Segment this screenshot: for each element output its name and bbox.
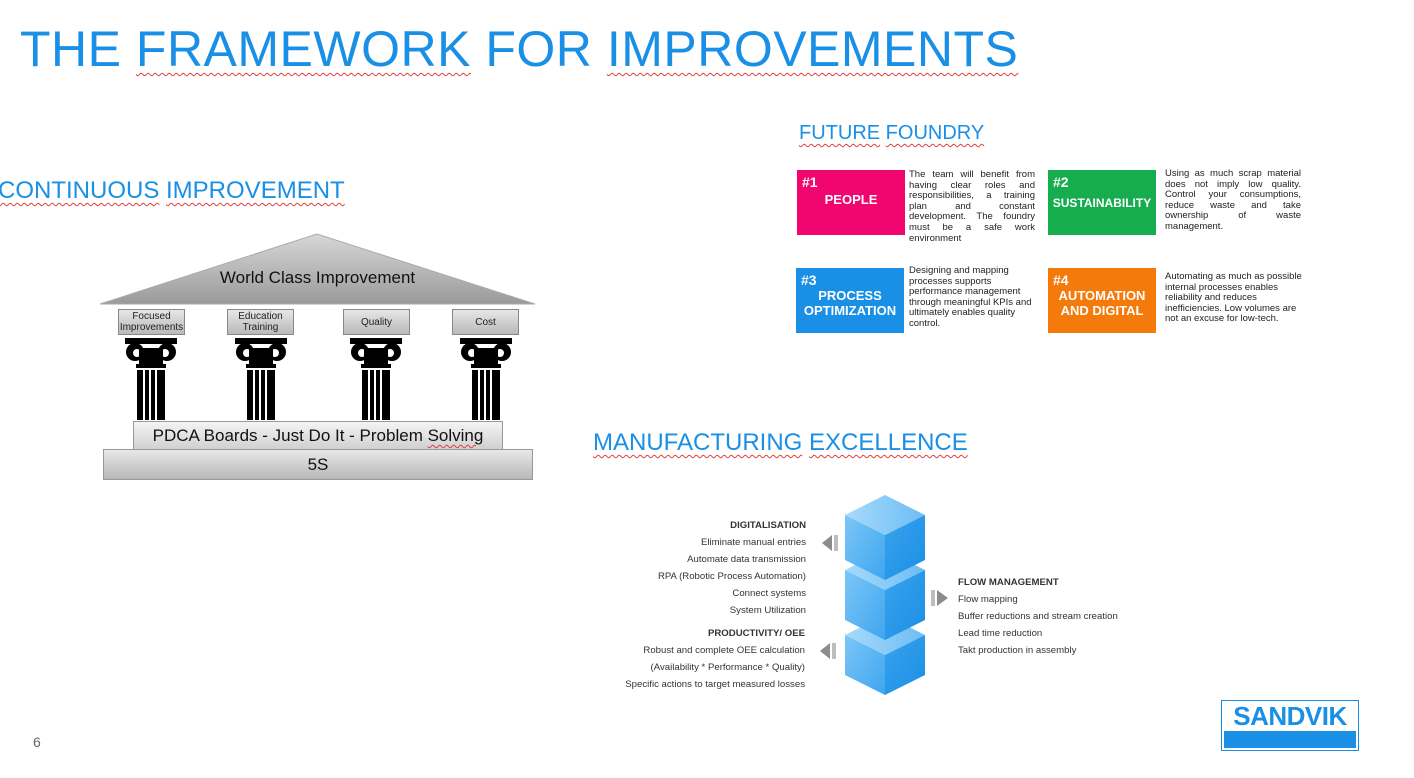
list-item: Takt production in assembly [958,645,1077,656]
digitalisation-list: DIGITALISATION Eliminate manual entries … [560,517,806,619]
base-pdca-solving: Solving [427,426,484,445]
list-item: Lead time reduction [958,628,1043,639]
card-sustainability-description: Using as much scrap material does not im… [1165,168,1301,232]
card-title-line: AUTOMATION [1058,288,1146,303]
heading-word-excellence: EXCELLENCE [809,429,968,456]
list-item: Buffer reductions and stream creation [958,611,1118,622]
title-word-improvements: IMPROVEMENTS [606,21,1019,77]
base-5s: 5S [103,449,533,480]
pillar-label-cost: Cost [452,309,519,335]
list-item: RPA (Robotic Process Automation) [657,571,806,582]
arrow-left-icon [822,535,838,551]
roof-shape [99,233,536,305]
digitalisation-title: DIGITALISATION [730,520,806,531]
temple-graphic [99,233,536,420]
heading-word-continuous: CONTINUOUS [0,177,160,204]
list-item: Flow mapping [958,594,1018,605]
heading-word-improvement: IMPROVEMENT [166,177,345,204]
card-automation-description: Automating as much as possible internal … [1165,271,1302,325]
card-number: #1 [802,174,818,190]
card-process-optimization: #3 PROCESS OPTIMIZATION [796,268,904,333]
base-pdca-text: PDCA Boards - Just Do It - Problem [152,426,428,445]
card-title: SUSTAINABILITY [1052,196,1152,210]
card-number: #2 [1053,174,1069,190]
card-process-description: Designing and mapping processes supports… [909,265,1032,329]
title-word-framework: FRAMEWORK [135,21,471,77]
productivity-title: PRODUCTIVITY/ OEE [707,628,805,639]
columns [125,338,512,420]
list-item: Automate data transmission [687,554,806,565]
column-icon [235,338,287,420]
sandvik-logo: SANDVIK [1221,700,1359,751]
flow-management-list: FLOW MANAGEMENT Flow mapping Buffer redu… [958,574,1198,659]
continuous-improvement-heading: CONTINUOUS IMPROVEMENT [0,177,345,205]
list-item: (Availability * Performance * Quality) [650,662,805,673]
list-item: Connect systems [732,588,806,599]
card-sustainability: #2 SUSTAINABILITY [1048,170,1156,235]
card-title-line: AND DIGITAL [1060,303,1144,318]
logo-text: SANDVIK [1233,701,1347,731]
logo-bar [1224,731,1356,748]
list-item: Eliminate manual entries [700,537,806,548]
heading-word-future: FUTURE [799,122,881,144]
heading-word-manufacturing: MANUFACTURING [593,429,803,456]
cube-top [845,495,925,580]
future-foundry-heading: FUTURE FOUNDRY [799,122,984,145]
list-item: Specific actions to target measured loss… [625,679,805,690]
card-people-description: The team will benefit from having clear … [909,169,1035,244]
column-icon [460,338,512,420]
pillar-label-focused-improvements: Focused Improvements [118,309,185,335]
card-automation-digital: #4 AUTOMATION AND DIGITAL [1048,268,1156,333]
title-word-the: THE [20,21,122,77]
heading-word-foundry: FOUNDRY [885,122,985,144]
arrow-right-icon [931,590,948,606]
slide-title: THE FRAMEWORK FOR IMPROVEMENTS [20,20,1018,78]
page-number: 6 [33,734,41,750]
column-icon [125,338,177,420]
roof-label: World Class Improvement [219,268,416,287]
card-title: PEOPLE [824,192,878,207]
card-number: #4 [1053,272,1069,288]
arrow-left-icon [820,643,836,659]
stacked-cubes-graphic [845,495,925,695]
card-title-line: PROCESS [818,288,882,303]
card-title: AUTOMATION AND DIGITAL [1048,288,1156,318]
card-title-line: OPTIMIZATION [803,303,897,318]
column-icon [350,338,402,420]
flow-management-title: FLOW MANAGEMENT [958,577,1059,588]
base-pdca-boards: PDCA Boards - Just Do It - Problem Solvi… [133,421,503,451]
list-item: Robust and complete OEE calculation [643,645,805,656]
title-word-for: FOR [485,21,593,77]
pillar-label-quality: Quality [343,309,410,335]
list-item: System Utilization [729,605,806,616]
card-number: #3 [801,272,817,288]
card-people: #1 PEOPLE [797,170,905,235]
pillar-label-education-training: Education Training [227,309,294,335]
manufacturing-excellence-heading: MANUFACTURING EXCELLENCE [593,429,968,457]
productivity-list: PRODUCTIVITY/ OEE Robust and complete OE… [560,625,805,693]
card-title: PROCESS OPTIMIZATION [796,288,904,318]
